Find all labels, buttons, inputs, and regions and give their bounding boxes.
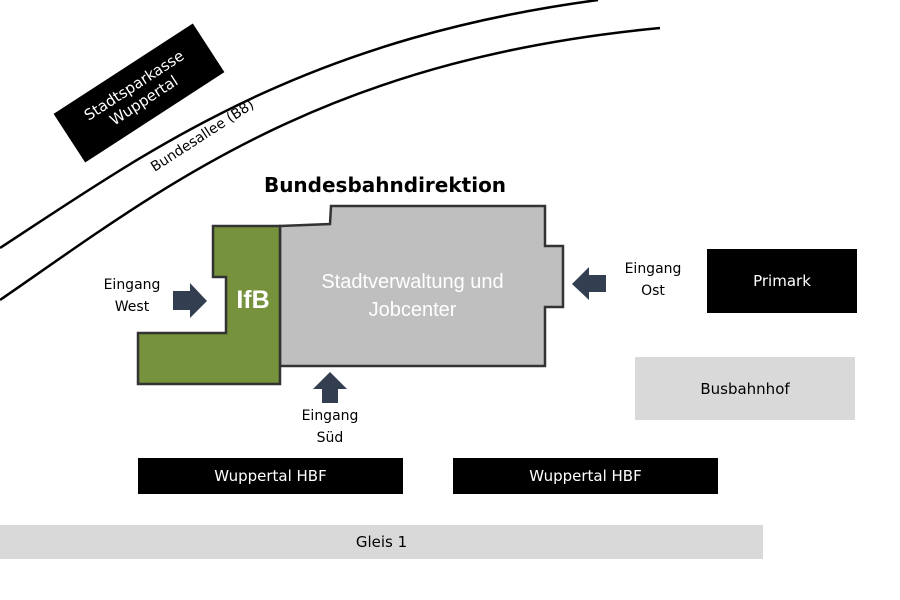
ifb-building	[136, 224, 282, 386]
stadtverwaltung-building	[278, 204, 565, 368]
landmark-hbf-left: Wuppertal HBF	[138, 458, 403, 494]
entrance-east-line2: Ost	[641, 282, 665, 299]
stadtverwaltung-label: Stadtverwaltung und Jobcenter	[290, 268, 535, 324]
hbf-right-label: Wuppertal HBF	[529, 467, 642, 485]
entrance-south-label: Eingang Süd	[290, 406, 370, 449]
arrow-south-icon	[313, 372, 347, 403]
landmark-busbahnhof: Busbahnhof	[635, 357, 855, 420]
busbahnhof-label: Busbahnhof	[700, 379, 790, 398]
arrow-east-icon	[572, 267, 606, 300]
entrance-east-line1: Eingang	[624, 261, 682, 277]
landmark-primark: Primark	[707, 249, 857, 313]
arrow-west-icon	[173, 283, 207, 318]
road-edge-north	[0, 0, 599, 250]
stadtverwaltung-line1: Stadtverwaltung und	[321, 271, 504, 293]
ifb-label: IfB	[236, 286, 270, 314]
stadtverwaltung-line2: Jobcenter	[368, 299, 457, 321]
entrance-west-label: Eingang West	[96, 275, 168, 318]
entrance-south-line1: Eingang	[301, 408, 359, 424]
building-title: Bundesbahndirektion	[263, 173, 507, 197]
entrance-west-line1: Eingang	[103, 277, 161, 293]
entrance-west-line2: West	[114, 298, 150, 315]
hbf-left-label: Wuppertal HBF	[214, 467, 327, 485]
landmark-hbf-right: Wuppertal HBF	[453, 458, 718, 494]
primark-label: Primark	[753, 272, 811, 290]
entrance-east-label: Eingang Ost	[614, 259, 692, 302]
entrance-south-line2: Süd	[316, 429, 344, 446]
gleis-label: Gleis 1	[355, 533, 408, 551]
landmark-gleis: Gleis 1	[0, 525, 763, 559]
road-edge-south	[0, 26, 661, 302]
